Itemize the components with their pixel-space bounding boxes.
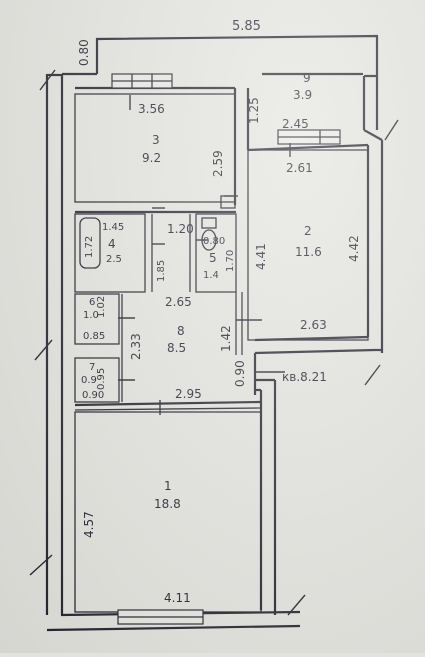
room-7-area: 0.9 (81, 375, 97, 386)
windows (111, 73, 341, 625)
corridor-top: 1.20 (167, 222, 194, 236)
room-3-area: 9.2 (142, 151, 161, 165)
room-4-area: 2.5 (106, 254, 122, 265)
room-6-right: 1.02 (96, 296, 107, 318)
room-3-top: 3.56 (138, 102, 165, 116)
sink-icon (220, 195, 236, 209)
room-5-right: 1.70 (225, 250, 236, 272)
toilet-icon (201, 217, 217, 251)
room-6-bottom: 0.85 (83, 331, 105, 342)
room-4-top: 1.45 (102, 222, 124, 233)
room-3-number: 3 (152, 133, 160, 147)
bathtub-icon (79, 217, 101, 269)
dim-right-mid: 0.90 (233, 360, 247, 387)
dim-left-offset: 0.80 (77, 39, 91, 66)
room-9-width: 2.45 (282, 117, 309, 131)
room-2-left: 4.41 (254, 243, 268, 270)
room-8-left: 2.33 (129, 333, 143, 360)
room-2-area: 11.6 (295, 245, 322, 259)
entrance-label: кв.8.21 (282, 370, 327, 384)
room-1-width: 4.11 (164, 591, 191, 605)
door-marks (29, 69, 399, 616)
room-2-number: 2 (304, 224, 312, 238)
room-8-top: 2.65 (165, 295, 192, 309)
dim-top: 5.85 (232, 19, 261, 34)
room-2-right: 4.42 (347, 235, 361, 262)
room-1-height: 4.57 (82, 511, 96, 538)
room-9-area: 3.9 (293, 88, 312, 102)
room-8-area: 8.5 (167, 341, 186, 355)
room-5-number: 5 (209, 251, 217, 265)
room-8-number: 8 (177, 324, 185, 338)
room-2-bottom: 2.63 (300, 318, 327, 332)
dim-corridor: 1.25 (247, 97, 261, 124)
room-7-bottom: 0.90 (82, 390, 104, 401)
room-1-area: 18.8 (154, 497, 181, 511)
room-4-right: 1.85 (156, 260, 167, 282)
room-4-number: 4 (108, 237, 116, 251)
room-4-left: 1.72 (84, 236, 95, 258)
room-5-top: 0.80 (203, 236, 225, 247)
room-7-right: 0.95 (96, 368, 107, 390)
room-9-number: 9 (303, 71, 311, 85)
room-1-number: 1 (164, 479, 172, 493)
room-7-number: 7 (89, 362, 95, 373)
room-8-bottom: 2.95 (175, 387, 202, 401)
room-3-right: 2.59 (211, 150, 225, 177)
room-5-area: 1.4 (203, 270, 219, 281)
room-8-right: 1.42 (219, 325, 233, 352)
room-6-area: 1.0 (83, 310, 99, 321)
room-6-number: 6 (89, 297, 95, 308)
room-2-top: 2.61 (286, 161, 313, 175)
